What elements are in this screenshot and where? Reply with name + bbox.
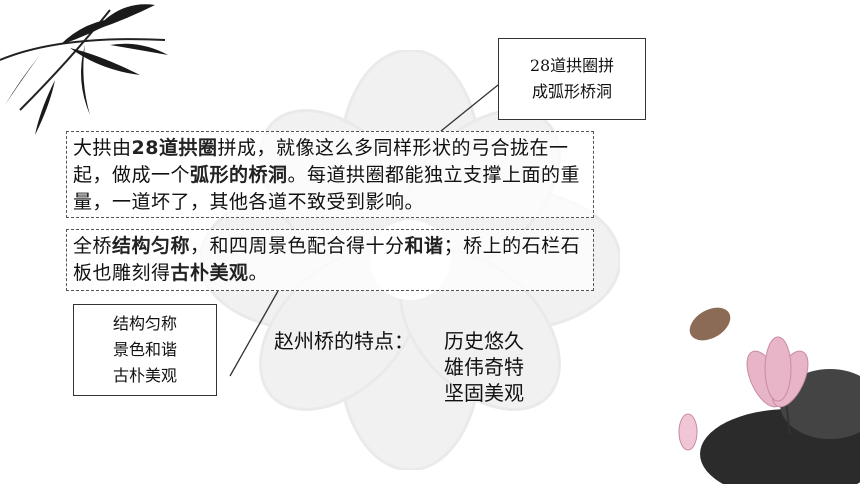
text: 拼成，就像这么多同样形状的弓合拢在一起，做成一个 [73, 137, 569, 186]
text: 全桥 [73, 235, 113, 257]
text: ；桥上的石栏石板也雕刻得 [73, 235, 581, 284]
lotus-icon [678, 307, 860, 484]
feature-item: 历史悠久 [444, 329, 524, 353]
label-line: 成弧形桥洞 [531, 82, 612, 101]
bamboo-icon [0, 4, 168, 135]
label-line: 古朴美观 [112, 366, 177, 385]
highlight-harmony: 和谐 [404, 235, 444, 257]
description-box-beauty: 全桥结构匀称，和四周景色配合得十分和谐；桥上的石栏石板也雕刻得古朴美观。 [66, 229, 594, 291]
label-beauty-summary: 结构匀称 景色和谐 古朴美观 [73, 304, 217, 396]
highlight-arc-bridge-hole: 弧形的桥洞 [190, 164, 288, 186]
label-arches-summary: 28道拱圈拼 成弧形桥洞 [498, 38, 646, 120]
label-line: 28道拱圈拼 [529, 56, 615, 75]
highlight-elegant: 古朴美观 [170, 262, 249, 284]
text: 大拱由 [73, 137, 132, 159]
text: 。 [248, 262, 269, 284]
features-prefix: 赵州桥的特点： [274, 329, 414, 353]
text: ，和四周景色配合得十分 [190, 235, 405, 257]
feature-item: 雄伟奇特 [444, 355, 524, 379]
label-line: 景色和谐 [112, 340, 177, 359]
feature-item: 坚固美观 [444, 381, 524, 405]
label-line: 结构匀称 [112, 314, 177, 333]
highlight-symmetric: 结构匀称 [112, 235, 191, 257]
highlight-28-arches: 28道拱圈 [131, 137, 218, 159]
text: 。每道拱圈都能独立支撑上面的重量，一道坏了，其他各道不致受到影响。 [73, 164, 581, 213]
bridge-features: 赵州桥的特点： 历史悠久 雄伟奇特 坚固美观 [274, 328, 524, 406]
description-box-arches: 大拱由28道拱圈拼成，就像这么多同样形状的弓合拢在一起，做成一个弧形的桥洞。每道… [66, 131, 594, 218]
